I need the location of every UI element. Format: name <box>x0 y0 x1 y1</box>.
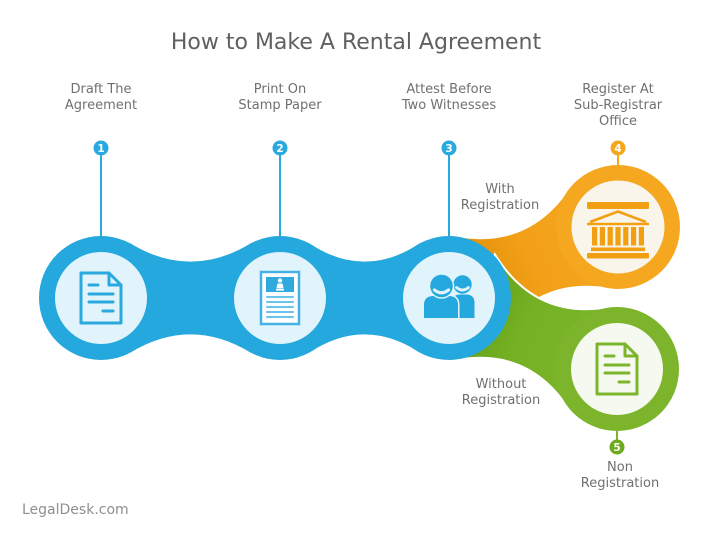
stamp-paper-icon <box>259 270 301 326</box>
government-building-icon <box>587 202 649 259</box>
step-1-label: Draft The Agreement <box>64 82 138 113</box>
badge-3 <box>441 140 457 156</box>
node-5-inner <box>571 323 663 415</box>
badge-1 <box>93 140 109 156</box>
without-registration-label: Without Registration <box>461 377 541 408</box>
legaldesk-watermark: LegalDesk.com <box>22 502 129 518</box>
step-number-badges: 1 2 3 4 5 <box>93 140 626 455</box>
step-2-label: Print On Stamp Paper <box>238 82 322 113</box>
badge-5 <box>609 439 625 455</box>
step-5-label: Non Registration <box>580 460 660 491</box>
witnesses-people-icon <box>422 273 475 320</box>
step-3-label: Attest Before Two Witnesses <box>401 82 497 113</box>
svg-text:3: 3 <box>445 143 452 155</box>
badge-4 <box>610 140 626 156</box>
step-4-label: Register At Sub-Registrar Office <box>573 82 663 129</box>
document-icon <box>79 271 123 325</box>
svg-text:5: 5 <box>613 442 620 454</box>
page-title: How to Make A Rental Agreement <box>170 30 542 55</box>
document-icon <box>595 342 639 396</box>
badge-2 <box>272 140 288 156</box>
with-registration-label: With Registration <box>460 182 540 213</box>
emblem-glyph <box>276 278 284 291</box>
svg-text:1: 1 <box>97 143 104 155</box>
svg-text:2: 2 <box>276 143 283 155</box>
svg-text:4: 4 <box>614 143 621 155</box>
badge-stems <box>100 154 619 440</box>
